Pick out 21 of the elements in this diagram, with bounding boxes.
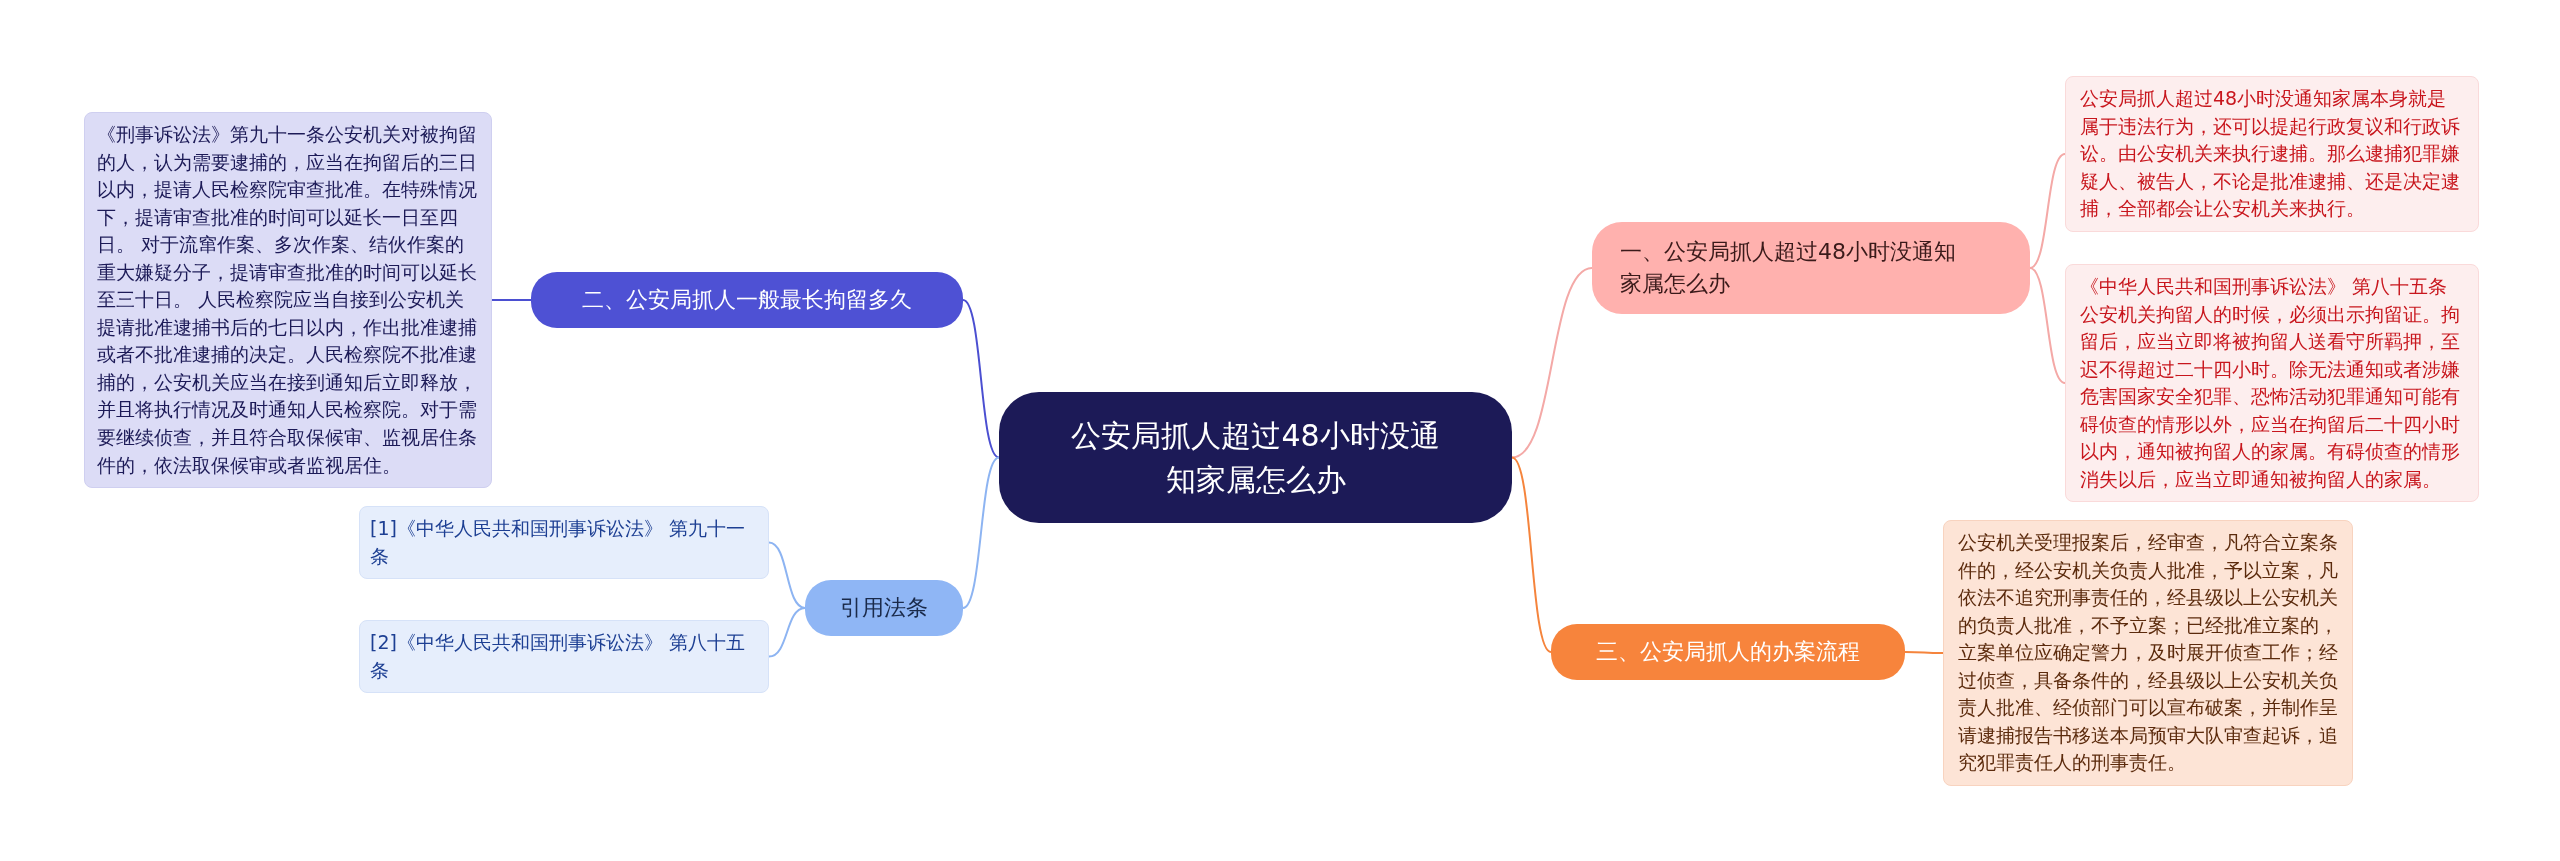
connector xyxy=(2029,267,2066,384)
connector xyxy=(2029,153,2066,269)
connector xyxy=(1511,456,1552,653)
note-card: 《中华人民共和国刑事诉讼法》 第八十五条公安机关拘留人的时候，必须出示拘留证。拘留后，应当立即将被拘留人送看守所羁押，至迟不得超过二十四小时。除无法通知或者涉嫌危害国家安全犯罪、恐怖活动犯罪通知可能有碍侦查的情形以外，应当在拘留后二十四小时以内，通知被拘留人的家属。有碍侦查的情形消失以后，应当立即通知被拘留人的家属。 xyxy=(2065,264,2479,503)
citation-card: [1]《中华人民共和国刑事诉讼法》 第九十一条 xyxy=(359,506,769,580)
citation-card: [2]《中华人民共和国刑事诉讼法》 第八十五条 xyxy=(359,620,769,694)
connector xyxy=(1904,651,1944,654)
central-topic: 公安局抓人超过48小时没通知家属怎么办 xyxy=(999,392,1512,523)
branch-topic: 二、公安局抓人一般最长拘留多久 xyxy=(531,272,963,328)
branch-topic: 三、公安局抓人的办案流程 xyxy=(1551,624,1905,680)
branch-topic: 引用法条 xyxy=(805,580,963,636)
note-card: 公安机关受理报案后，经审查，凡符合立案条件的，经公安机关负责人批准，予以立案，凡依法不追究刑事责任的，经县级以上公安机关的负责人批准，不予立案；已经批准立案的，立案单位应确定警力，及时展开侦查工作；经过侦查，具备条件的，经县级以上公安机关负责人批准、经侦部门可以宣布破案，并制作呈请逮捕报告书移送本局预审大队审查起诉，追究犯罪责任人的刑事责任。 xyxy=(1943,520,2353,786)
branch-topic: 一、公安局抓人超过48小时没通知家属怎么办 xyxy=(1592,222,2030,314)
connector xyxy=(768,541,806,609)
note-card: 公安局抓人超过48小时没通知家属本身就是属于违法行为，还可以提起行政复议和行政诉讼。由公安机关来执行逮捕。那么逮捕犯罪嫌疑人、被告人，不论是批准逮捕、还是决定逮捕，全部都会让公安机关来执行。 xyxy=(2065,76,2479,232)
connector xyxy=(768,607,806,658)
connector xyxy=(1511,267,1593,459)
connector xyxy=(491,299,532,301)
connector xyxy=(962,299,1000,459)
note-card: 《刑事诉讼法》第九十一条公安机关对被拘留的人，认为需要逮捕的，应当在拘留后的三日以内，提请人民检察院审查批准。在特殊情况下，提请审查批准的时间可以延长一日至四日。 对于流窜作案、多次作案、结伙作案的重大嫌疑分子，提请审查批准的时间可以延长至三十日。 人民检察院应当自接到公安机关提请批准逮捕书后的七日以内，作出批准逮捕或者不批准逮捕的决定。人民检察院不批准逮捕的，公安机关应当在接到通知后立即释放，并且将执行情况及时通知人民检察院。对于需要继续侦查，并且符合取保候审、监视居住条件的，依法取保候审或者监视居住。 xyxy=(84,112,492,489)
connector xyxy=(962,456,1000,609)
